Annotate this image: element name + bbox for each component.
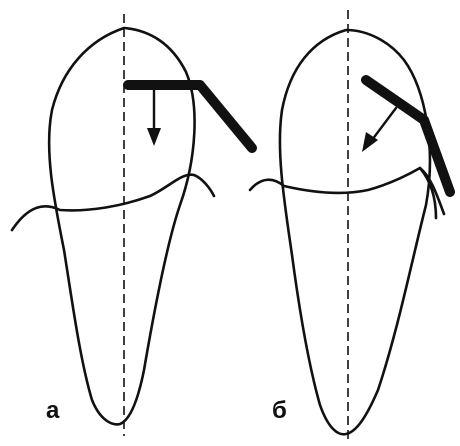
force-arrow-head-a [147, 128, 161, 146]
panel-b: б [250, 10, 450, 440]
panel-label-b: б [272, 397, 287, 424]
gum-line-a [12, 175, 214, 230]
panel-label-a: а [46, 397, 60, 424]
panel-a: а [12, 14, 252, 436]
force-arrow-shaft-b [372, 108, 396, 140]
tooth-outline-b [280, 30, 430, 434]
gum-line-b [250, 168, 444, 214]
bracket-bar-a [128, 85, 252, 148]
